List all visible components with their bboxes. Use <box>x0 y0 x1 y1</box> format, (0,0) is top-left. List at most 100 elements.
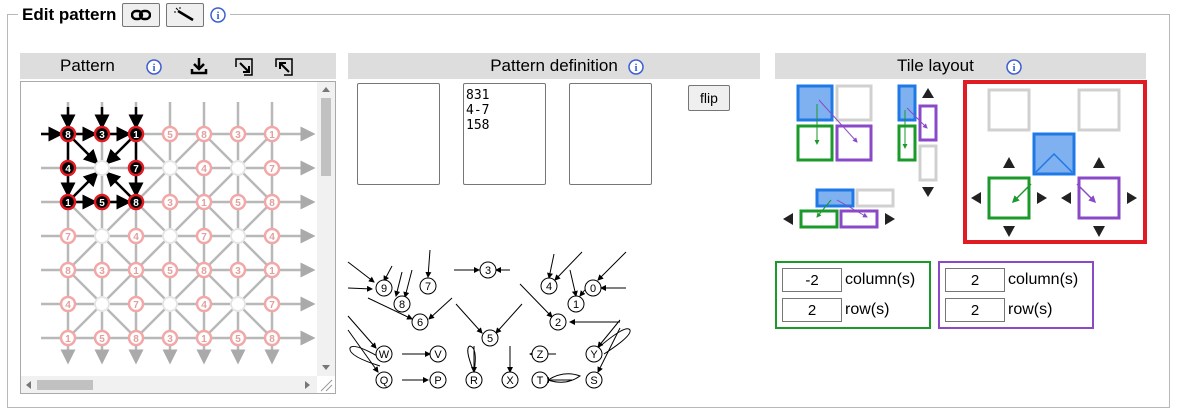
pattern-node[interactable]: 5 <box>161 125 179 143</box>
green-column-input[interactable]: -2 <box>782 268 842 292</box>
pattern-node[interactable]: 4 <box>195 159 213 177</box>
pattern-node[interactable]: 3 <box>161 193 179 211</box>
svg-text:5: 5 <box>99 334 105 345</box>
link-button[interactable] <box>122 3 161 27</box>
pattern-node[interactable]: 5 <box>229 193 247 211</box>
expand-down-right-icon[interactable] <box>234 57 254 77</box>
legend-node: P <box>429 371 447 389</box>
tile-layout-options[interactable] <box>775 80 965 235</box>
pattern-node[interactable]: 7 <box>59 227 77 245</box>
svg-text:1: 1 <box>65 334 71 345</box>
pattern-node[interactable]: 4 <box>195 295 213 313</box>
vertical-scrollbar[interactable] <box>317 82 335 376</box>
purple-row-input[interactable]: 2 <box>945 298 1005 322</box>
legend-node: 5 <box>481 329 499 347</box>
pattern-node[interactable]: 3 <box>93 125 111 143</box>
pattern-node[interactable]: 1 <box>263 125 281 143</box>
scroll-left-icon[interactable] <box>25 381 31 389</box>
green-row-input[interactable]: 2 <box>782 298 842 322</box>
pattern-node[interactable]: 1 <box>195 193 213 211</box>
resize-handle-icon[interactable] <box>319 378 333 392</box>
pattern-node[interactable]: 3 <box>229 261 247 279</box>
download-icon[interactable] <box>189 56 209 76</box>
pattern-node[interactable]: 7 <box>195 227 213 245</box>
svg-text:8: 8 <box>133 334 139 345</box>
tile-option-c[interactable] <box>783 188 895 229</box>
svg-text:4: 4 <box>133 232 139 243</box>
pattern-node[interactable]: 5 <box>93 193 111 211</box>
svg-text:8: 8 <box>399 299 405 311</box>
pattern-node[interactable]: 1 <box>127 125 145 143</box>
pattern-node[interactable]: 8 <box>263 329 281 347</box>
pattern-node[interactable]: 3 <box>161 329 179 347</box>
flip-button[interactable]: flip <box>688 85 730 111</box>
purple-column-input[interactable]: 2 <box>945 268 1005 292</box>
pattern-node[interactable] <box>230 160 246 176</box>
pattern-node[interactable]: 7 <box>263 159 281 177</box>
info-icon[interactable]: i <box>146 59 162 75</box>
legend-node: 4 <box>540 277 558 295</box>
svg-text:T: T <box>537 375 544 387</box>
pattern-node[interactable]: 7 <box>263 295 281 313</box>
pattern-node[interactable] <box>162 296 178 312</box>
info-icon[interactable]: i <box>1006 59 1022 75</box>
pattern-node[interactable]: 8 <box>59 125 77 143</box>
legend-node: 8 <box>393 295 411 313</box>
pattern-node[interactable]: 8 <box>195 125 213 143</box>
pattern-node[interactable]: 5 <box>161 261 179 279</box>
tile-option-b[interactable] <box>897 84 938 197</box>
svg-text:1: 1 <box>269 130 275 141</box>
legend-node: R <box>465 371 483 389</box>
definition-center-textarea[interactable]: 831 4-7 158 <box>463 83 546 185</box>
pattern-node[interactable]: 1 <box>195 329 213 347</box>
selected-tile-diagram[interactable] <box>967 84 1143 240</box>
definition-right-textarea[interactable] <box>569 83 652 185</box>
pattern-node[interactable] <box>230 228 246 244</box>
info-icon[interactable]: i <box>210 7 227 23</box>
pattern-node[interactable]: 8 <box>59 261 77 279</box>
svg-text:4: 4 <box>201 164 207 175</box>
horizontal-scrollbar[interactable] <box>21 376 317 393</box>
magic-wand-button[interactable] <box>166 3 205 27</box>
pattern-node[interactable] <box>162 228 178 244</box>
pattern-node[interactable]: 8 <box>127 193 145 211</box>
scroll-down-icon[interactable] <box>322 365 330 371</box>
pattern-node[interactable]: 4 <box>263 227 281 245</box>
pattern-node[interactable] <box>230 296 246 312</box>
pattern-node[interactable] <box>94 160 110 176</box>
pattern-node[interactable] <box>162 160 178 176</box>
svg-text:5: 5 <box>235 334 241 345</box>
svg-text:8: 8 <box>133 198 139 209</box>
pattern-node[interactable]: 8 <box>127 329 145 347</box>
selected-tile-layout[interactable] <box>963 80 1147 244</box>
horizontal-scroll-thumb[interactable] <box>37 380 93 390</box>
pattern-node[interactable]: 7 <box>127 159 145 177</box>
pattern-node[interactable]: 1 <box>59 329 77 347</box>
definition-left-textarea[interactable] <box>357 83 440 185</box>
pattern-node[interactable]: 1 <box>127 261 145 279</box>
scroll-right-icon[interactable] <box>305 381 311 389</box>
pattern-node[interactable]: 4 <box>59 159 77 177</box>
pattern-node[interactable]: 4 <box>59 295 77 313</box>
pattern-node[interactable]: 5 <box>93 329 111 347</box>
shrink-up-left-icon[interactable] <box>274 57 294 77</box>
magic-wand-icon <box>174 7 195 22</box>
pattern-node[interactable]: 7 <box>127 295 145 313</box>
pattern-node[interactable]: 4 <box>127 227 145 245</box>
pattern-node[interactable]: 3 <box>229 125 247 143</box>
info-icon[interactable]: i <box>628 59 644 75</box>
vertical-scroll-thumb[interactable] <box>321 98 331 176</box>
pattern-node[interactable] <box>94 228 110 244</box>
pattern-node[interactable]: 5 <box>229 329 247 347</box>
pattern-node[interactable]: 3 <box>93 261 111 279</box>
pattern-node[interactable]: 1 <box>59 193 77 211</box>
pattern-node[interactable] <box>94 296 110 312</box>
pattern-node[interactable]: 1 <box>263 261 281 279</box>
tile-option-a[interactable] <box>796 84 873 162</box>
pattern-node[interactable]: 8 <box>263 193 281 211</box>
pattern-node[interactable]: 8 <box>195 261 213 279</box>
scroll-up-icon[interactable] <box>322 86 330 92</box>
legend-node: V <box>429 345 447 363</box>
